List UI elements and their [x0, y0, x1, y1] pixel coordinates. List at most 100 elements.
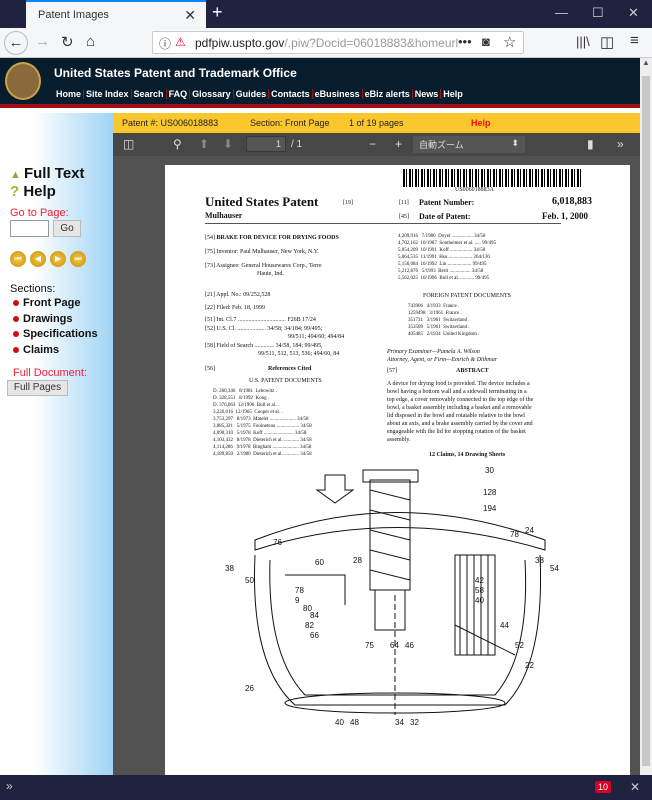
page-scrollbar[interactable]: ▲	[640, 58, 652, 775]
find-icon[interactable]: ⚲	[173, 137, 182, 151]
list-item: 353509 5/1961 Switzerland .	[408, 325, 470, 330]
tools-icon[interactable]: »	[617, 137, 624, 151]
us-docs-title: U.S. PATENT DOCUMENTS	[249, 378, 322, 384]
nav-ebiz-alerts[interactable]: eBiz alerts	[362, 89, 413, 99]
more-actions-icon[interactable]: •••	[458, 34, 472, 49]
full-text-label: Full Text	[23, 165, 85, 182]
bookmark-star-icon[interactable]: ☆	[503, 34, 517, 51]
list-item: 4,090,310 5/1978 Koff ..................…	[213, 431, 307, 436]
nav-help[interactable]: Help	[443, 89, 463, 99]
tab-patent-images[interactable]: Patent Images ✕	[26, 0, 206, 28]
field-51: [51] Int. Cl.7 .........................…	[205, 317, 316, 323]
section-front-page[interactable]: Front Page	[13, 297, 80, 309]
info-help-link[interactable]: Help	[471, 118, 491, 128]
last-page-icon[interactable]: ⏭	[70, 251, 86, 267]
nav-ebusiness[interactable]: eBusiness	[312, 89, 363, 99]
pocket-icon[interactable]: ◙	[482, 34, 490, 49]
prev-arrow-icon[interactable]: ⬆	[199, 137, 210, 151]
expand-icon[interactable]: »	[6, 779, 13, 793]
attorney: Attorney, Agent, or Firm—Emrich & Dithma…	[387, 357, 498, 363]
drawing-label: 22	[525, 661, 534, 670]
drawing-label: 38	[225, 564, 234, 573]
scrollbar-thumb[interactable]	[642, 76, 650, 766]
drawing-label: 78	[510, 530, 519, 539]
help-label: Help	[23, 183, 56, 200]
toggle-sidebar-icon[interactable]: ◫	[123, 137, 135, 151]
notification-badge[interactable]: 10	[595, 781, 612, 793]
close-window-icon[interactable]: ✕	[628, 5, 639, 20]
library-icon[interactable]: |||\	[576, 34, 590, 49]
primary-examiner: Primary Examiner—Pamela A. Wilson	[387, 349, 480, 355]
close-tab-icon[interactable]: ✕	[184, 7, 196, 23]
drawing-label: 32	[410, 718, 419, 725]
section-specifications[interactable]: Specifications	[13, 328, 98, 340]
nav-home[interactable]: Home	[54, 89, 85, 99]
abstract-title: ABSTRACT	[456, 368, 489, 374]
drawing-label: 76	[273, 538, 282, 547]
patent-page: US006018883A United States Patent [19] M…	[165, 165, 630, 775]
section-drawings[interactable]: Drawings	[13, 313, 73, 325]
drawing-label: 52	[515, 641, 524, 650]
close-bar-icon[interactable]: ✕	[630, 780, 641, 794]
url-bar[interactable]: ⓘ⚠pdfpiw.uspto.gov/.piw?Docid=06018883&h…	[152, 31, 524, 54]
nav-glossary[interactable]: Glossary	[190, 89, 234, 99]
list-item: bowl having a bottom wall and a sidewall…	[387, 389, 527, 395]
back-icon[interactable]: ←	[4, 31, 28, 55]
info-icon[interactable]: ⓘ	[159, 37, 172, 51]
zoom-select[interactable]: 自動ズーム⬍	[413, 136, 525, 153]
url-domain: pdfpiw.uspto.gov	[195, 36, 285, 50]
nav-faq[interactable]: FAQ	[166, 89, 191, 99]
bookmark-icon[interactable]: ▮	[587, 137, 594, 151]
nav-contacts[interactable]: Contacts	[269, 89, 313, 99]
new-tab-icon[interactable]: +	[212, 2, 223, 22]
drawing-label: 64	[390, 641, 399, 650]
forward-icon[interactable]: →	[35, 33, 50, 50]
uspto-seal-logo[interactable]	[5, 62, 41, 100]
sidebar-icon[interactable]: ◫	[600, 34, 615, 51]
barcode-text: US006018883A	[455, 187, 495, 193]
section-claims[interactable]: Claims	[13, 344, 59, 356]
patent-date: Feb. 1, 2000	[542, 211, 588, 221]
list-item: 351731 3/1961 Switzerland .	[408, 318, 470, 323]
scroll-up-icon[interactable]: ▲	[642, 58, 650, 67]
field-22: [22] Filed: Feb. 18, 1999	[205, 305, 266, 311]
drawing-label: 26	[245, 684, 254, 693]
go-button[interactable]: Go	[53, 220, 81, 237]
inventor-surname: Mulhauser	[205, 211, 243, 220]
question-icon: ?	[10, 183, 24, 200]
up-triangle-icon: ▲	[10, 169, 24, 181]
full-text-link[interactable]: ▲ Full Text	[10, 165, 85, 182]
nav-news[interactable]: News	[412, 89, 442, 99]
full-pages-button[interactable]: Full Pages	[7, 380, 68, 396]
nav-search[interactable]: Search	[131, 89, 167, 99]
reload-icon[interactable]: ↻	[61, 34, 74, 51]
goto-page-input[interactable]	[10, 220, 49, 237]
zoom-in-icon[interactable]: +	[395, 137, 403, 151]
list-item: 5,064,535 11/1991 Hsu ..................…	[398, 255, 490, 260]
tab-title: Patent Images	[38, 9, 109, 21]
nav-site-index[interactable]: Site Index	[84, 89, 132, 99]
list-item: 5,562,025 10/1996 Bull et al. ..........…	[398, 276, 490, 281]
field-75: [75] Inventor: Paul Mulhauser, New York,…	[205, 249, 319, 255]
tab-bar: Patent Images ✕ + — ☐ ✕	[0, 0, 652, 28]
nav-guides[interactable]: Guides	[233, 89, 270, 99]
help-link[interactable]: ? Help	[10, 183, 56, 200]
next-arrow-icon[interactable]: ⬇	[223, 137, 234, 151]
page-number-input[interactable]: 1	[246, 136, 286, 152]
list-item: 5,212,876 5/1993 Berit .................…	[398, 269, 484, 274]
minimize-icon[interactable]: —	[555, 5, 568, 20]
menu-icon[interactable]: ≡	[630, 32, 639, 49]
next-page-icon[interactable]: ▶	[50, 251, 66, 267]
first-page-icon[interactable]: ⏮	[10, 251, 26, 267]
maximize-icon[interactable]: ☐	[592, 5, 604, 20]
zoom-out-icon[interactable]: −	[369, 137, 377, 151]
page-total: / 1	[291, 139, 303, 150]
home-icon[interactable]: ⌂	[86, 33, 96, 50]
drawing-label: 34	[395, 718, 404, 725]
drawing-label: 38	[535, 556, 544, 565]
list-item: 4,114,286 9/1978 Bingham ...............…	[213, 445, 312, 450]
field-73-cont: Haute, Ind.	[257, 271, 284, 277]
prev-page-icon[interactable]: ◀	[30, 251, 46, 267]
